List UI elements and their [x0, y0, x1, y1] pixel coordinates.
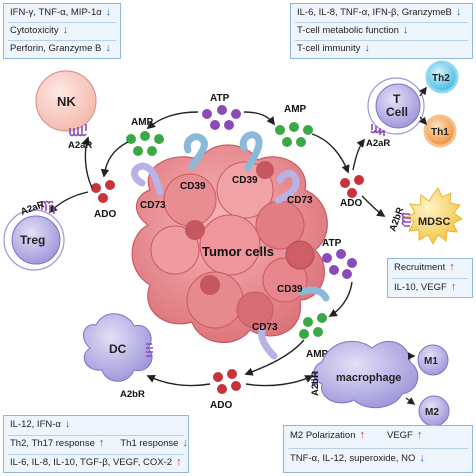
tumor-label: Tumor cells: [202, 244, 274, 259]
t-cell: [367, 77, 425, 136]
tcell-to-th2-arrow: [419, 86, 427, 97]
cd73-label-1: CD73: [140, 200, 166, 211]
cd73-label-3: CD73: [252, 322, 278, 333]
pathway-arrows: [48, 111, 386, 387]
mdsc-label: MDSC: [418, 216, 450, 228]
amp-bottom-label: AMP: [306, 349, 329, 360]
up-arrow-icon: ↑: [176, 456, 182, 468]
tcell-to-th1-arrow: [418, 116, 428, 126]
down-arrow-icon: ↓: [62, 24, 69, 36]
down-arrow-icon: ↓: [364, 42, 370, 54]
down-arrow-icon: ↓: [105, 6, 112, 18]
mdsc-effect-2: IL-10, VEGF: [394, 282, 447, 293]
cd39-label-2: CD39: [232, 175, 258, 186]
amp-top-left-label: AMP: [131, 117, 154, 128]
atp-top-molecules: [202, 105, 241, 130]
down-arrow-icon: ↓: [419, 452, 425, 464]
dc-label: DC: [109, 342, 127, 356]
tcell-effect-2: T-cell metabolic function: [297, 25, 399, 36]
dc-effect-3: IL-6, IL-8, IL-10, TGF-β, VEGF, COX-2: [10, 457, 173, 468]
dc-effect-2a: Th2, Th17 response: [10, 438, 95, 449]
tcell-label-2: Cell: [386, 105, 408, 119]
nk-receptor-label: A2aR: [68, 140, 92, 151]
treg-label: Treg: [20, 233, 45, 247]
th2-label: Th2: [432, 73, 450, 84]
up-arrow-icon: ↑: [416, 429, 423, 441]
m2-label: M2: [425, 407, 439, 418]
atp-right-molecules: [322, 249, 357, 279]
ado-bottom-label: ADO: [210, 400, 232, 411]
up-arrow-icon: ↑: [98, 437, 105, 449]
dc-effects-box: IL-12, IFN-α↓ Th2, Th17 response↑ Th1 re…: [3, 415, 189, 473]
tcell-effects-box: IL-6, IL-8, TNF-α, IFN-β, GranzymeB↓ T-c…: [290, 3, 473, 59]
down-arrow-icon: ↓: [182, 437, 188, 449]
mdsc-effects-box: Recruitment↑ IL-10, VEGF↑: [387, 258, 473, 298]
tcell-label-1: T: [393, 92, 401, 106]
amp-top-right-molecules: [275, 122, 313, 147]
nk-effect-1: IFN-γ, TNF-α, MIP-1α: [10, 7, 102, 18]
cd73-label-2: CD73: [287, 195, 313, 206]
tumor-mass: [131, 144, 328, 344]
tcell-receptor-label: A2aR: [366, 138, 390, 149]
th1-label: Th1: [431, 127, 449, 138]
m1-label: M1: [424, 356, 438, 367]
th2-cell: [425, 60, 459, 94]
dc-effect-1: IL-12, IFN-α: [10, 419, 61, 430]
mac-effect-1b: VEGF: [386, 430, 413, 441]
amp-top-right-label: AMP: [284, 104, 307, 115]
atp-top-label: ATP: [210, 93, 230, 104]
down-arrow-icon: ↓: [105, 42, 111, 54]
up-arrow-icon: ↑: [450, 281, 457, 293]
nk-cell: [35, 70, 97, 137]
dc-cell: [82, 313, 153, 382]
mdsc-receptor-label: A2bR: [387, 206, 406, 233]
th1-cell: [423, 114, 457, 148]
macrophage-cell: [311, 340, 419, 409]
atp-right-label: ATP: [322, 238, 342, 249]
mac-to-m2-arrow: [405, 397, 416, 405]
amp-bottom-molecules: [299, 313, 327, 339]
ado-left-molecules: [91, 180, 115, 203]
nk-label: NK: [57, 94, 76, 109]
mdsc-effect-1: Recruitment: [394, 262, 446, 273]
m1-cell: [417, 344, 449, 376]
ectoenzymes: [131, 131, 330, 360]
down-arrow-icon: ↓: [402, 24, 409, 36]
up-arrow-icon: ↑: [359, 429, 365, 441]
tcell-effect-3: T-cell immunity: [297, 43, 361, 54]
mac-effect-2: TNF-α, IL-12, superoxide, NO: [290, 453, 416, 464]
ado-left-label: ADO: [94, 209, 116, 220]
macrophage-receptor-label: A2bR: [310, 371, 321, 396]
dc-effect-2b: Th1 response: [120, 438, 179, 449]
dc-receptor-label: A2bR: [120, 389, 145, 400]
nk-effect-3: Perforin, Granzyme B: [10, 43, 102, 54]
mdsc-cell: [401, 187, 463, 246]
down-arrow-icon: ↓: [455, 6, 462, 18]
cd39-label-3: CD39: [277, 284, 303, 295]
macrophage-effects-box: M2 Polarization↑ VEGF↑ TNF-α, IL-12, sup…: [283, 425, 473, 473]
up-arrow-icon: ↑: [449, 261, 455, 273]
amp-top-left-molecules: [126, 131, 164, 156]
ado-bottom-molecules: [213, 369, 241, 394]
nk-effect-2: Cytotoxicity: [10, 25, 59, 36]
treg-cell: [3, 200, 65, 271]
tcell-effect-1: IL-6, IL-8, TNF-α, IFN-β, GranzymeB: [297, 7, 452, 18]
down-arrow-icon: ↓: [64, 418, 71, 430]
mac-effect-1a: M2 Polarization: [290, 430, 356, 441]
cd39-label-1: CD39: [180, 181, 206, 192]
macrophage-label: macrophage: [336, 372, 401, 384]
ado-right-label: ADO: [340, 198, 362, 209]
nk-effects-box: IFN-γ, TNF-α, MIP-1α↓ Cytotoxicity↓ Perf…: [3, 3, 121, 59]
ado-right-molecules: [340, 175, 364, 198]
